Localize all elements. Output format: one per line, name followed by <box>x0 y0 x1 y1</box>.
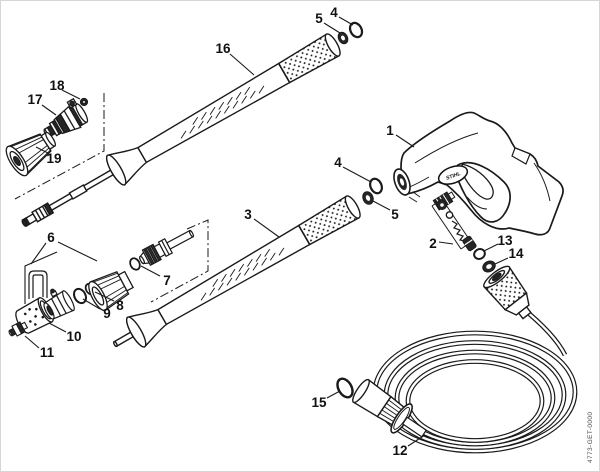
o-ring-4-top <box>348 21 364 39</box>
repair-kit-2 <box>431 198 477 252</box>
gun-rear-tab <box>511 147 531 165</box>
part-label-15: 15 <box>311 395 327 410</box>
o-ring-15 <box>336 377 354 399</box>
part-label-13: 13 <box>497 233 513 248</box>
retaining-clip <box>28 270 48 299</box>
ring-14 <box>482 260 496 273</box>
seal-ring-5-gun <box>362 191 374 205</box>
part-label-12: 12 <box>392 443 407 458</box>
trigger <box>461 163 494 200</box>
coupling-nut <box>88 270 135 312</box>
o-ring-4-gun <box>369 177 383 195</box>
drawing-number-watermark: 4773-GET-0000 <box>587 412 594 463</box>
part-label-5-top: 5 <box>315 11 323 26</box>
nozzle-insert-18 <box>79 97 89 107</box>
o-ring-13 <box>473 248 486 260</box>
connector-fitting <box>139 229 195 266</box>
part-label-4-top: 4 <box>330 5 338 20</box>
spray-gun: STIHL <box>393 111 564 236</box>
seal-ring-5-top <box>337 31 349 45</box>
nozzle-11 <box>8 321 29 337</box>
part-label-3: 3 <box>244 207 252 222</box>
part-label-2: 2 <box>429 236 437 251</box>
lance-3 <box>113 189 366 350</box>
spring <box>451 220 466 242</box>
nozzle-cap-19 <box>5 131 57 177</box>
part-label-8: 8 <box>116 298 124 313</box>
part-label-19: 19 <box>46 151 61 166</box>
coupling-group-6 <box>8 229 195 337</box>
hose-coupling <box>352 378 428 438</box>
hose-gun-connector <box>483 265 532 320</box>
high-pressure-hose <box>372 305 578 454</box>
part-label-6: 6 <box>47 230 55 245</box>
part-label-16: 16 <box>215 41 231 56</box>
brand-logo-text: STIHL <box>445 171 461 182</box>
o-ring-7 <box>129 257 141 271</box>
brand-logo: STIHL <box>437 165 469 185</box>
part-label-18: 18 <box>49 78 65 93</box>
part-label-5-gun: 5 <box>391 207 399 222</box>
part-label-14: 14 <box>508 246 524 261</box>
group-boundary-lines <box>14 93 209 303</box>
part-label-1: 1 <box>386 123 394 138</box>
part-label-4-gun: 4 <box>334 155 342 170</box>
coupler-socket <box>43 288 75 320</box>
lance-16 <box>21 27 346 227</box>
part-label-9: 9 <box>103 306 111 321</box>
gun-muzzle <box>393 168 411 196</box>
part-label-17: 17 <box>27 92 42 107</box>
leader-lines <box>24 16 509 447</box>
part-label-11: 11 <box>40 345 55 360</box>
part-label-10: 10 <box>66 329 81 344</box>
part-label-7: 7 <box>163 273 171 288</box>
